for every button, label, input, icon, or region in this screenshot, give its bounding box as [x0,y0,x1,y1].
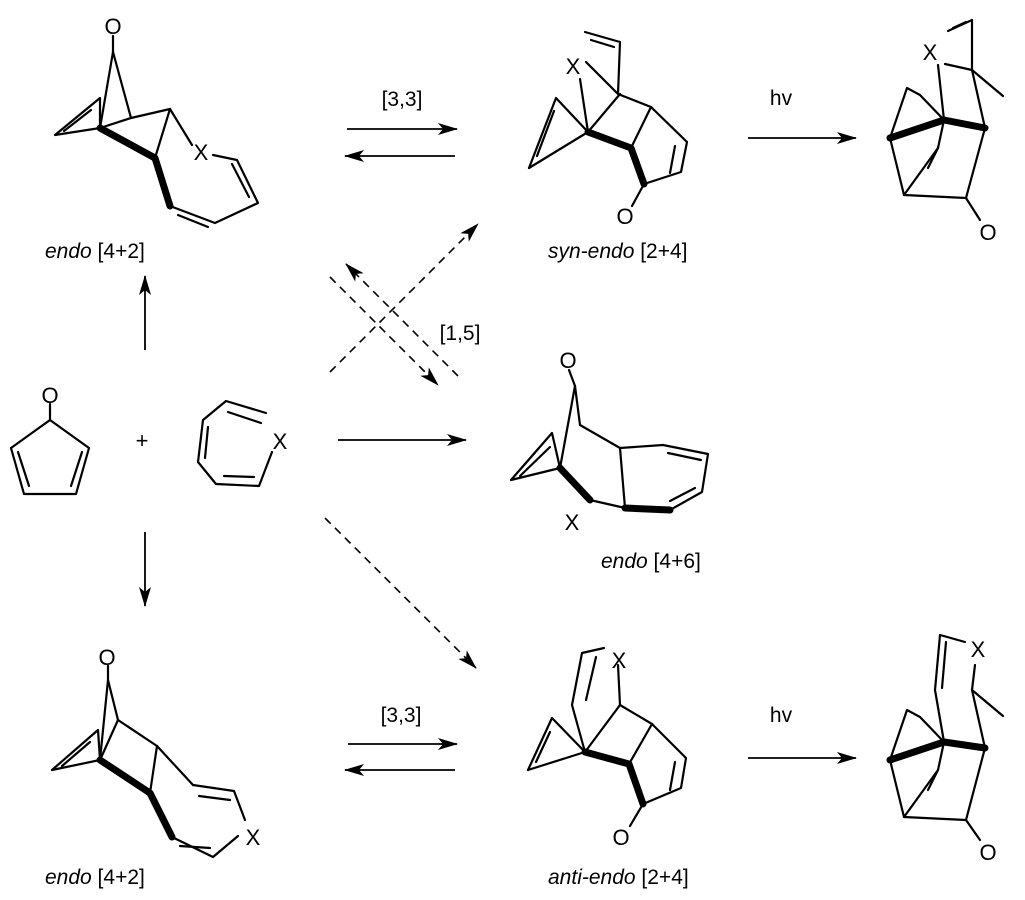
dashed-arrow-shift-forward [329,276,439,386]
endo-4-2-top-adduct: O X [53,14,260,229]
plus-sign: + [136,428,149,453]
endo-4-2-bottom-adduct: O X [50,645,261,859]
caption-endo-4-2-top: endo [4+2] [45,240,145,263]
hetero-atom-label: X [565,510,580,535]
cage-photoproduct-bottom: X O [886,633,1005,865]
heteroepine: X [196,399,288,488]
cyclopentadienone: O [9,383,91,496]
caption-endo-4-6: endo [4+6] [601,550,701,573]
caption-anti-endo-2-4: anti-endo [2+4] [548,866,689,889]
oxygen-label: O [979,220,996,245]
dashed-arrow-shift-reverse [345,263,459,377]
hetero-atom-label: X [273,429,288,454]
hetero-atom-label: X [194,140,209,165]
hetero-atom-label: X [246,825,261,850]
endo-4-6-adduct: O X [509,348,710,535]
label-3-3-bottom: [3,3] [381,704,422,727]
hetero-atom-label: X [612,648,627,673]
hetero-atom-label: X [971,637,986,662]
hetero-atom-label: X [566,54,581,79]
label-hv-top: hv [770,87,793,110]
oxygen-label: O [559,348,576,373]
label-1-5-shift: [1,5] [440,322,481,345]
hetero-atom-label: X [923,40,938,65]
label-hv-bottom: hv [770,704,793,727]
anti-endo-2-4-adduct: X O [526,646,688,850]
oxygen-label: O [98,645,115,670]
oxygen-label: O [616,204,633,229]
oxygen-label: O [612,825,629,850]
syn-endo-2-4-adduct: X O [527,30,689,229]
oxygen-label: O [979,840,996,865]
cage-photoproduct-top: X O [886,18,1005,245]
dashed-arrow-to-syn-endo [329,223,479,373]
caption-endo-4-2-bottom: endo [4+2] [45,866,145,889]
oxygen-label: O [104,14,121,39]
label-3-3-top: [3,3] [382,88,423,111]
caption-syn-endo-2-4: syn-endo [2+4] [548,240,688,263]
carbonyl-oxygen-label: O [41,383,58,408]
dashed-arrow-to-anti-endo [324,517,477,669]
